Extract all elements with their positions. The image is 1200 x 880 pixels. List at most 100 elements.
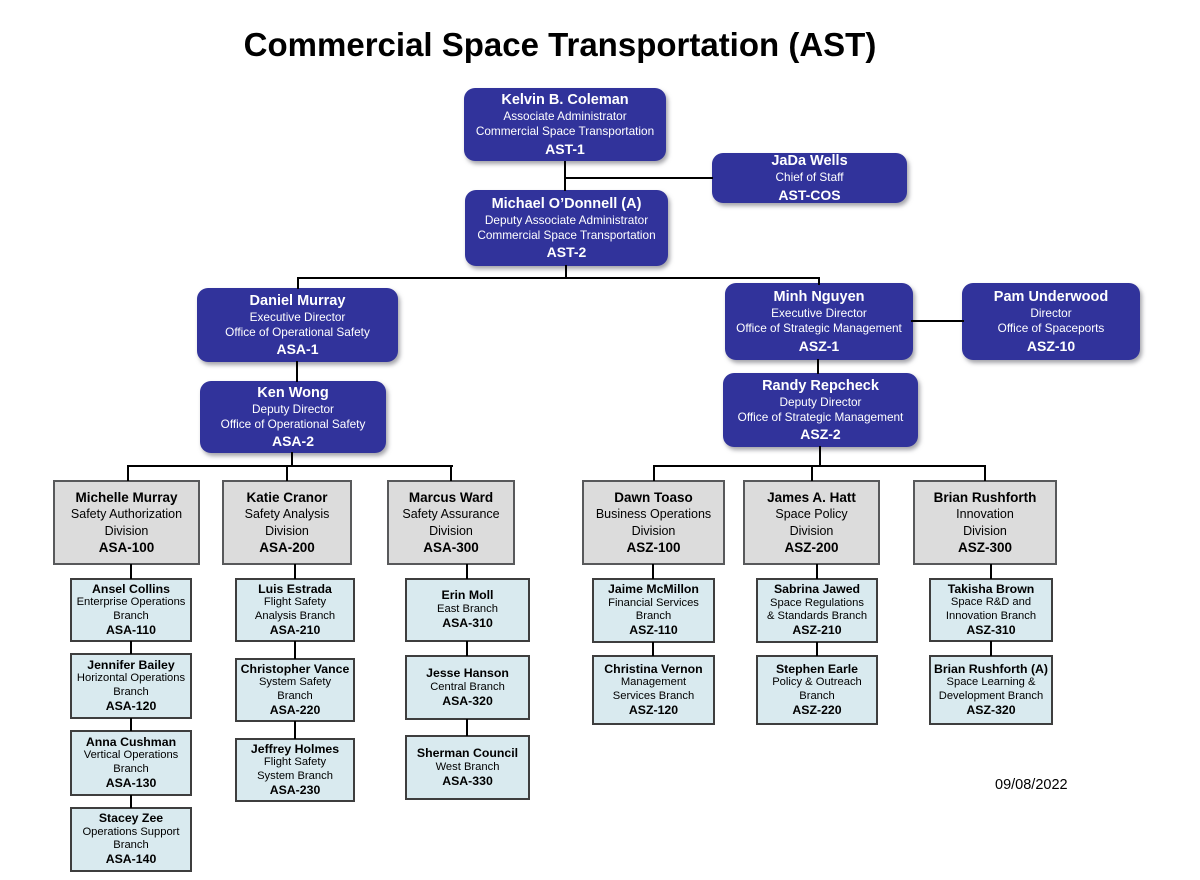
org-node-asz-10: Pam Underwood Director Office of Spacepo… <box>962 283 1140 360</box>
person-name: Katie Cranor <box>246 489 328 505</box>
person-name: Luis Estrada <box>258 581 332 596</box>
org-node-asa-100: Michelle Murray Safety Authorization Div… <box>53 480 200 565</box>
org-node-asz-320: Brian Rushforth (A) Space Learning & Dev… <box>929 655 1053 725</box>
branch-title: Vertical Operations Branch <box>83 749 179 775</box>
org-code: ASA-2 <box>271 433 314 450</box>
connector <box>466 564 468 579</box>
connector <box>565 177 713 179</box>
connector <box>296 361 298 382</box>
org-code: ASA-320 <box>442 693 493 708</box>
org-code: ASA-140 <box>105 852 157 867</box>
connector <box>564 161 566 191</box>
person-name: Christopher Vance <box>240 661 350 676</box>
org-code: ASZ-300 <box>957 539 1013 555</box>
person-name: Randy Repcheck <box>762 377 879 394</box>
org-node-asz-300: Brian Rushforth Innovation Division ASZ-… <box>913 480 1057 565</box>
org-code: ASZ-2 <box>800 426 841 443</box>
org-code: AST-1 <box>545 140 585 157</box>
person-name: Jeffrey Holmes <box>250 741 340 756</box>
org-code: ASA-310 <box>442 616 493 631</box>
branch-title: Policy & Outreach Branch <box>772 676 862 702</box>
person-name: Brian Rushforth <box>933 489 1037 505</box>
connector <box>819 446 821 467</box>
org-node-ast-cos: JaDa Wells Chief of Staff AST-COS <box>712 153 907 203</box>
connector <box>911 320 964 322</box>
branch-title: Operations Support Branch <box>82 825 180 852</box>
org-node-asz-200: James A. Hatt Space Policy Division ASZ-… <box>743 480 880 565</box>
org-node-asa-320: Jesse Hanson Central Branch ASA-320 <box>405 655 530 720</box>
org-code: ASA-210 <box>269 622 321 637</box>
branch-title: East Branch <box>437 603 498 616</box>
person-name: Christina Vernon <box>604 661 703 676</box>
org-code: AST-2 <box>546 244 587 261</box>
person-title: Chief of Staff <box>775 170 844 185</box>
org-code: ASZ-1 <box>798 337 840 354</box>
person-name: Brian Rushforth (A) <box>933 661 1049 676</box>
person-name: Jaime McMillon <box>608 582 699 597</box>
person-name: Dawn Toaso <box>614 489 693 505</box>
connector <box>130 564 132 579</box>
branch-title: Space Learning & Development Branch <box>938 676 1044 702</box>
person-name: Minh Nguyen <box>773 289 865 306</box>
connector <box>653 465 655 481</box>
branch-title: Management Services Branch <box>612 676 695 702</box>
connector <box>130 795 132 808</box>
connector <box>466 641 468 656</box>
org-code: ASA-120 <box>105 698 157 713</box>
connector <box>286 465 288 481</box>
org-node-asz-120: Christina Vernon Management Services Bra… <box>592 655 715 725</box>
org-code: ASA-1 <box>276 341 319 358</box>
person-title: Deputy Associate Administrator Commercia… <box>477 212 656 242</box>
connector <box>816 642 818 656</box>
page-title: Commercial Space Transportation (AST) <box>243 26 877 63</box>
branch-title: Flight Safety System Branch <box>257 756 333 782</box>
person-name: Anna Cushman <box>85 734 177 749</box>
connector <box>652 564 654 579</box>
person-name: James A. Hatt <box>767 489 856 505</box>
connector <box>294 564 296 579</box>
connector <box>130 718 132 731</box>
org-node-asa-1: Daniel Murray Executive Director Office … <box>197 288 398 362</box>
person-name: JaDa Wells <box>771 153 848 170</box>
person-name: Stephen Earle <box>775 661 858 676</box>
person-name: Ansel Collins <box>92 581 170 596</box>
person-name: Daniel Murray <box>249 292 346 309</box>
org-code: ASZ-100 <box>626 539 681 555</box>
org-node-asa-220: Christopher Vance System Safety Branch A… <box>235 658 355 722</box>
person-name: Sherman Council <box>416 745 519 760</box>
person-name: Jennifer Bailey <box>87 657 175 672</box>
branch-title: Central Branch <box>430 680 505 693</box>
branch-title: Financial Services Branch <box>608 596 699 623</box>
org-code: ASA-100 <box>98 539 155 555</box>
branch-title: System Safety Branch <box>258 676 332 702</box>
connector <box>127 465 453 467</box>
org-node-asz-220: Stephen Earle Policy & Outreach Branch A… <box>756 655 878 725</box>
org-code: ASZ-200 <box>784 539 839 555</box>
org-code: ASZ-110 <box>629 623 678 638</box>
org-node-asa-140: Stacey Zee Operations Support Branch ASA… <box>70 807 192 872</box>
connector <box>984 465 986 481</box>
org-code: ASZ-320 <box>966 702 1016 717</box>
person-name: Takisha Brown <box>947 581 1035 596</box>
connector <box>294 721 296 739</box>
org-code: ASZ-310 <box>966 622 1016 637</box>
org-node-asa-120: Jennifer Bailey Horizontal Operations Br… <box>70 653 192 719</box>
connector <box>294 641 296 659</box>
date-label: 09/08/2022 <box>995 777 1068 793</box>
org-code: ASA-300 <box>423 539 479 555</box>
branch-title: West Branch <box>435 760 500 773</box>
org-node-asa-210: Luis Estrada Flight Safety Analysis Bran… <box>235 578 355 642</box>
connector <box>652 642 654 656</box>
org-code: ASZ-120 <box>628 702 679 717</box>
org-node-asa-110: Ansel Collins Enterprise Operations Bran… <box>70 578 192 642</box>
connector <box>653 465 986 467</box>
org-node-asa-300: Marcus Ward Safety Assurance Division AS… <box>387 480 515 565</box>
connector <box>811 465 813 481</box>
person-name: Marcus Ward <box>408 489 494 505</box>
org-code: ASA-130 <box>105 775 157 790</box>
connector <box>990 564 992 579</box>
org-code: ASA-200 <box>259 539 315 555</box>
org-code: ASA-330 <box>442 773 493 788</box>
connector <box>817 359 819 374</box>
